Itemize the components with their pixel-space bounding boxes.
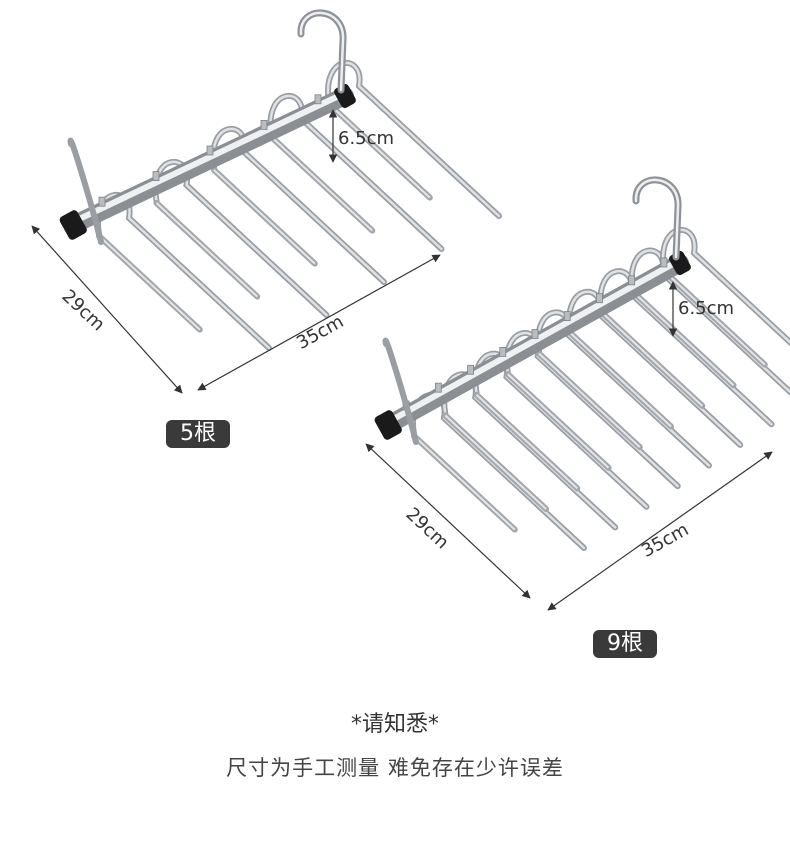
bar-peg [596, 293, 603, 304]
hanger-9-rods [374, 176, 790, 551]
hanger-5-rods [59, 9, 502, 351]
hanger-lower-rod-highlight [663, 270, 766, 366]
rod-count-badge-5: 5根 [166, 420, 230, 448]
depth-dimension-line-9 [365, 443, 531, 599]
hanger-lower-rod-highlight [213, 169, 316, 265]
width-dimension-line-9 [547, 451, 773, 611]
bar-peg [660, 257, 668, 268]
bar-peg [98, 196, 106, 207]
height-label-9: 6.5cm [678, 298, 735, 319]
bar-peg [563, 311, 571, 322]
hanging-hook [297, 9, 347, 94]
bar-peg [314, 94, 322, 105]
bar-peg [434, 382, 442, 393]
bar-peg [531, 329, 539, 339]
hanger-lower-rod-highlight [328, 103, 431, 199]
side-hook [67, 137, 104, 245]
hanger-lower-rod-highlight [270, 136, 373, 232]
hanger-lower-rod-highlight [155, 202, 258, 298]
hanging-hook [632, 176, 682, 261]
bar-peg [628, 275, 636, 286]
height-label-5: 6.5cm [338, 128, 395, 149]
notice-title: *请知悉* [350, 712, 439, 737]
hanger-lower-rod-highlight [475, 394, 578, 490]
hanger-lower-rod-highlight [569, 332, 672, 428]
end-cap-left [374, 410, 402, 440]
hanger-lower-rod-highlight [507, 373, 610, 469]
hanger-main-bar-highlight [72, 90, 348, 224]
bar-peg [260, 120, 268, 130]
hanging-hook-highlight [634, 178, 680, 259]
depth-dimension-line-5 [31, 225, 183, 394]
notice-text: 尺寸为手工测量 难免存在少许误差 [226, 756, 564, 780]
rod-count-badge-9: 9根 [593, 630, 657, 658]
hanger-lower-rod-highlight [538, 352, 641, 448]
hanger-lower-rod-highlight [632, 290, 735, 386]
hanger-lower-rod-highlight [444, 414, 547, 510]
hanger-lower-rod-highlight [98, 235, 201, 331]
bar-peg [206, 145, 214, 156]
bar-peg [499, 346, 507, 357]
width-dimension-line-5 [197, 254, 441, 391]
bar-peg [467, 364, 474, 375]
dimension-lines [31, 109, 773, 611]
bar-peg [152, 171, 160, 182]
hanger-main-bar-highlight [387, 257, 683, 424]
hanger-lower-rod-highlight [600, 311, 703, 407]
hanging-hook-highlight [299, 11, 345, 92]
